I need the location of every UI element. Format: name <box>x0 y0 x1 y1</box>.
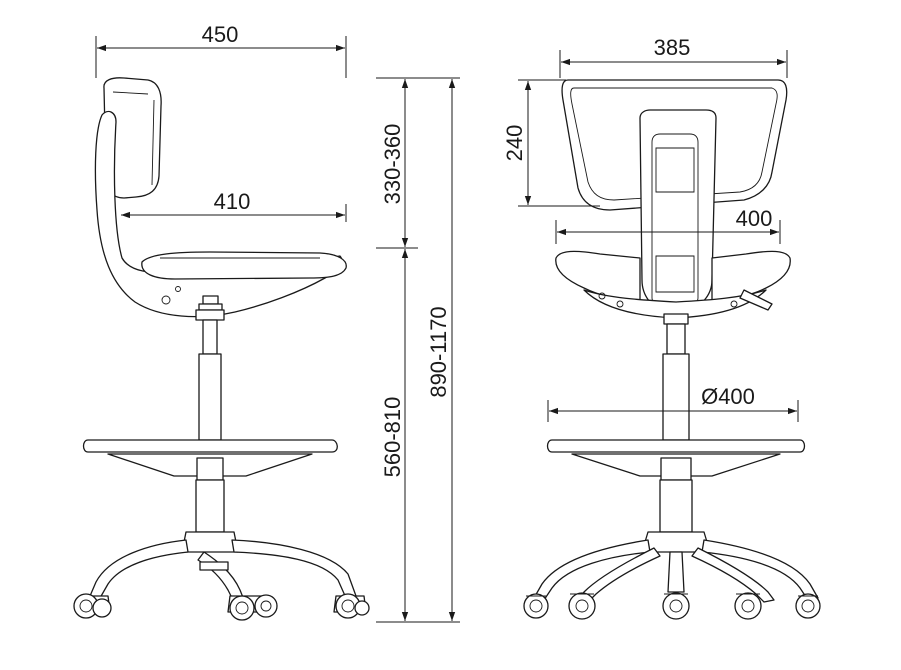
dim-footring-diameter: Ø400 <box>701 384 755 409</box>
dim-back-height: 330-360 <box>380 124 405 205</box>
back-view-chair <box>523 79 821 620</box>
dim-side-overall-depth: 450 <box>202 22 239 47</box>
dimension-lines <box>95 36 799 623</box>
back-caster-1 <box>523 593 549 619</box>
side-caster-left <box>73 593 112 619</box>
dim-back-pad-height: 240 <box>502 125 527 162</box>
dim-seat-height: 560-810 <box>380 397 405 478</box>
side-caster-mid <box>227 594 278 621</box>
back-caster-4 <box>734 592 762 620</box>
dim-back-width: 385 <box>654 35 691 60</box>
dim-overall-height: 890-1170 <box>426 306 451 397</box>
side-view-chair <box>73 77 370 621</box>
back-caster-2 <box>568 592 596 620</box>
side-caster-right <box>333 593 370 619</box>
back-caster-5 <box>795 593 821 619</box>
dim-seat-width: 400 <box>736 206 773 231</box>
dim-side-seat-depth: 410 <box>214 189 251 214</box>
back-caster-3 <box>662 592 690 620</box>
